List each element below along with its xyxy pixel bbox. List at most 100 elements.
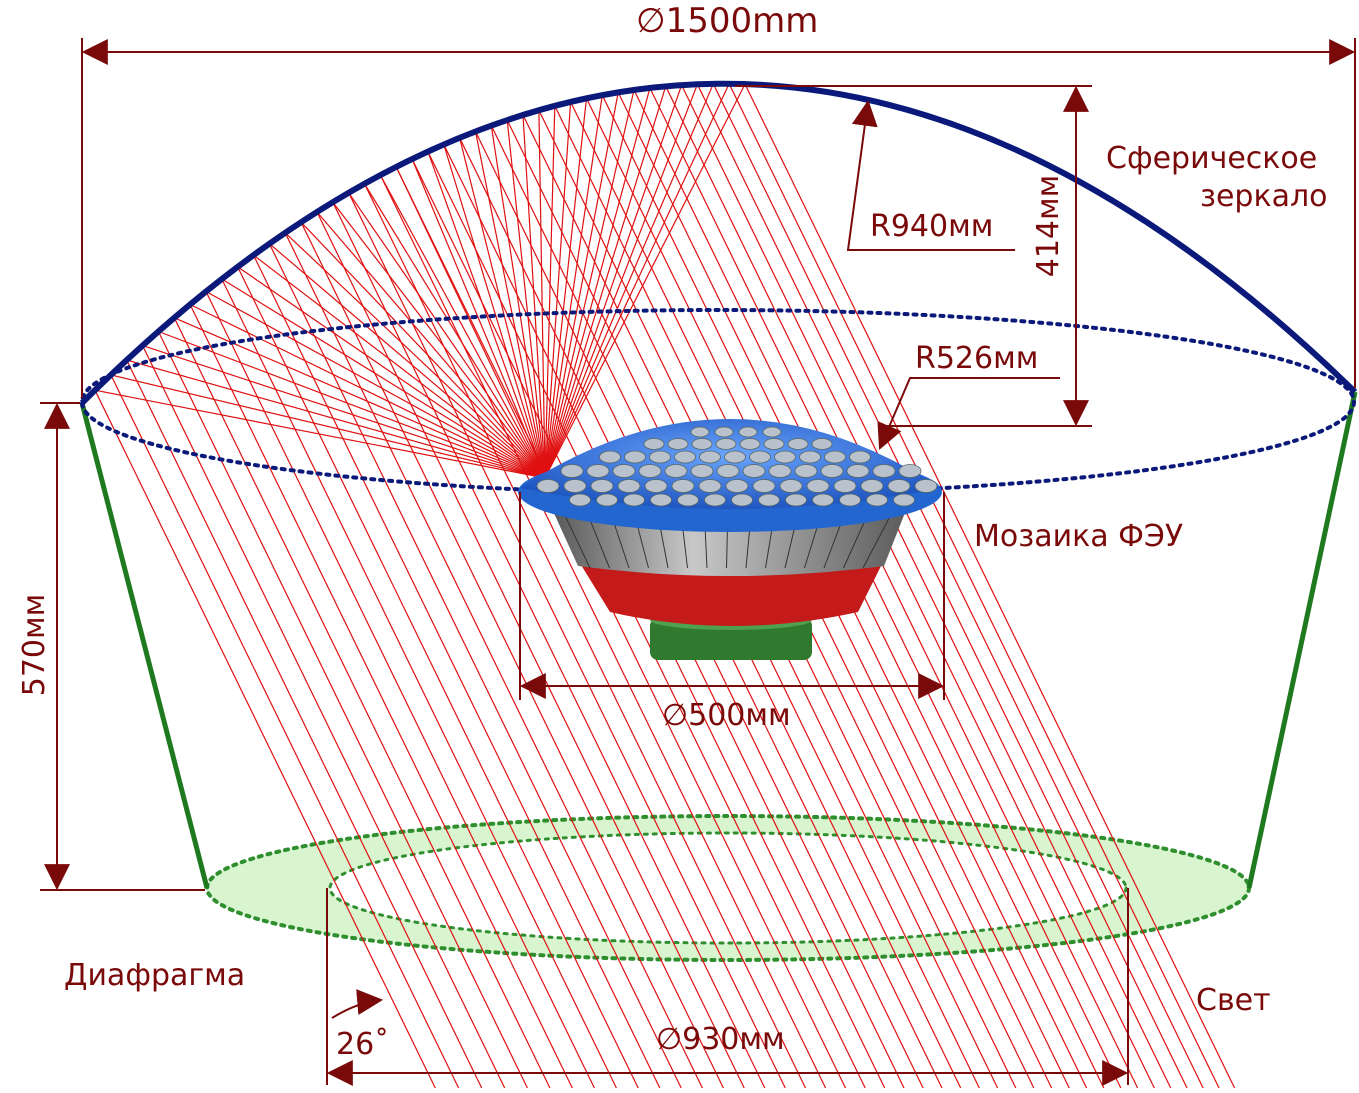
light-ray: [268, 243, 682, 1089]
pmt-window: [811, 438, 833, 450]
pmt-window: [846, 464, 870, 478]
pmt-windows: [536, 426, 938, 507]
reflected-ray: [544, 98, 588, 479]
light-ray: [332, 201, 766, 1089]
pmt-window: [794, 464, 818, 478]
pmt-window: [590, 479, 614, 493]
pmt-window: [738, 426, 758, 438]
pmt-window: [893, 493, 915, 507]
pmt-window: [724, 450, 746, 464]
reflected-light-rays: [94, 83, 746, 479]
reflected-ray: [459, 137, 546, 479]
reflected-ray: [544, 92, 619, 479]
mirror-label-line2: зеркало: [1200, 179, 1328, 214]
reflected-ray: [544, 83, 730, 479]
light-ray: [411, 158, 866, 1089]
pmt-window: [849, 450, 871, 464]
right-side-wall: [1246, 391, 1358, 889]
pmt-window: [664, 464, 688, 478]
light-ray: [363, 183, 807, 1089]
reflected-ray: [544, 101, 572, 479]
reflected-ray: [544, 86, 667, 479]
pmt-window: [716, 464, 740, 478]
light-ray: [110, 374, 460, 1089]
pmt-window: [898, 464, 922, 478]
reflected-ray: [522, 114, 546, 479]
reflected-ray: [126, 359, 546, 479]
mosaic-radius-label: R526мм: [915, 341, 1039, 376]
pmt-window: [866, 493, 888, 507]
reflected-ray: [544, 105, 556, 479]
pmt-window: [698, 479, 722, 493]
pmt-window: [569, 493, 591, 507]
reflected-ray: [411, 158, 546, 479]
pmt-window: [644, 479, 668, 493]
pmt-window: [650, 493, 672, 507]
reflected-ray: [142, 345, 546, 479]
reflected-ray: [363, 183, 546, 479]
reflected-ray: [348, 192, 546, 479]
pmt-window: [739, 438, 761, 450]
pmt-window: [860, 479, 884, 493]
pmt-window: [779, 479, 803, 493]
pmt-window: [887, 479, 911, 493]
mirror-label-line1: Сферическое: [1106, 141, 1318, 176]
pmt-window: [596, 493, 618, 507]
left-side-wall: [79, 402, 210, 889]
pmt-window: [560, 464, 584, 478]
light-ray: [284, 232, 703, 1089]
light-ray: [681, 84, 1172, 1089]
pmt-bases: [578, 560, 884, 626]
angle-arc: [331, 989, 384, 1019]
pmt-mosaic: [518, 419, 942, 660]
pmt-window: [586, 464, 610, 478]
reflected-ray: [544, 83, 714, 479]
top-diameter-label: ∅1500mm: [636, 1, 819, 41]
reflected-ray: [544, 89, 635, 479]
pmt-window: [677, 493, 699, 507]
pmt-window: [824, 450, 846, 464]
pmt-window: [599, 450, 621, 464]
pmt-window: [785, 493, 807, 507]
diaphragm-inner-edge: [328, 831, 1128, 945]
bottom-diameter-label: ∅930мм: [656, 1022, 785, 1057]
dimension-lines: [40, 38, 1356, 1086]
reflected-ray: [395, 166, 546, 479]
reflected-ray: [237, 266, 546, 479]
reflected-ray: [443, 144, 546, 479]
pmt-window: [690, 464, 714, 478]
pmt-window: [752, 479, 776, 493]
pmt-window: [715, 438, 737, 450]
light-ray: [665, 86, 1155, 1089]
light-ray: [221, 278, 617, 1089]
light-ray: [633, 89, 1122, 1089]
pmt-window: [763, 438, 785, 450]
reflected-ray: [544, 87, 651, 479]
light-ray: [728, 83, 1220, 1089]
pmt-window: [674, 450, 696, 464]
light-ray: [379, 174, 827, 1089]
reflected-ray: [284, 232, 546, 479]
pmt-window: [667, 438, 689, 450]
reflected-ray: [538, 110, 546, 479]
incoming-light-rays: [94, 83, 1236, 1089]
reflected-ray: [379, 174, 546, 479]
pmt-window: [725, 479, 749, 493]
reflected-ray: [221, 278, 546, 479]
pmt-window: [806, 479, 830, 493]
reflected-ray: [300, 221, 546, 479]
pmt-window: [839, 493, 861, 507]
reflected-ray: [189, 303, 546, 479]
light-ray: [744, 83, 1236, 1089]
reflected-ray: [544, 84, 698, 479]
mosaic-label: Мозаика ФЭУ: [974, 519, 1184, 554]
reflected-ray: [544, 83, 746, 479]
radius-940-leader: [846, 99, 1015, 251]
reflected-ray: [269, 243, 546, 479]
pmt-window: [742, 464, 766, 478]
mosaic-diameter-label: ∅500мм: [662, 698, 791, 733]
light-ray: [712, 83, 1204, 1089]
pmt-window: [799, 450, 821, 464]
